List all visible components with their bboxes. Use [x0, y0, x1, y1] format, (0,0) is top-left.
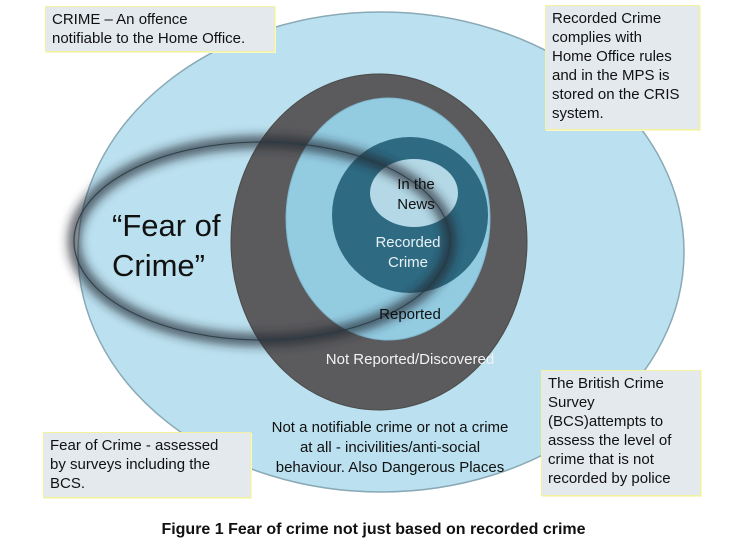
note-line: Home Office rules — [552, 48, 672, 65]
note-line: The British Crime — [548, 375, 664, 392]
label-recorded-crime: Recorded Crime — [358, 233, 458, 273]
note-line: BCS. — [50, 475, 86, 492]
fear-of-crime-line1: “Fear of — [112, 208, 221, 243]
note-line: and in the MPS is — [552, 67, 670, 84]
note-line: recorded by police — [548, 470, 671, 487]
note-fear-assessment: Fear of Crime - assessed by surveys incl… — [43, 432, 251, 498]
note-line: CRIME – An offence — [52, 11, 188, 28]
label-reported: Reported — [379, 306, 441, 323]
note-line: (BCS)attempts to — [548, 413, 664, 430]
label-not-reported: Not Reported/Discovered — [325, 351, 495, 368]
outer-line2: at all - incivilities/anti-social — [299, 439, 481, 456]
note-line: crime that is not — [548, 451, 654, 468]
label-in-the-news: In the News — [370, 175, 462, 215]
note-line: stored on the CRIS — [552, 86, 680, 103]
note-line: system. — [552, 105, 604, 122]
label-outer-crime: Not a notifiable crime or not a crime at… — [240, 418, 540, 478]
recorded-line2: Crime — [388, 254, 428, 271]
note-line: complies with — [552, 29, 643, 46]
outer-line1: Not a notifiable crime or not a crime — [271, 419, 509, 436]
fear-of-crime-ring — [73, 141, 451, 341]
fear-of-crime-label: “Fear of Crime” — [112, 206, 221, 286]
note-line: Survey — [548, 394, 595, 411]
note-line: Fear of Crime - assessed — [50, 437, 219, 454]
note-line: by surveys including the — [50, 456, 211, 473]
figure-caption: Figure 1 Fear of crime not just based on… — [161, 521, 586, 538]
note-line: assess the level of — [548, 432, 672, 449]
outer-line3: behaviour. Also Dangerous Places — [275, 459, 505, 476]
note-line: Recorded Crime — [552, 10, 662, 27]
news-line1: In the — [397, 176, 435, 193]
note-bcs: The British Crime Survey (BCS)attempts t… — [541, 370, 701, 496]
note-recorded-crime: Recorded Crime complies with Home Office… — [545, 5, 700, 130]
note-crime-definition: CRIME – An offence notifiable to the Hom… — [45, 6, 275, 52]
note-line: notifiable to the Home Office. — [52, 30, 246, 47]
recorded-line1: Recorded — [375, 234, 441, 251]
news-line2: News — [397, 196, 435, 213]
fear-of-crime-line2: Crime” — [112, 248, 205, 283]
